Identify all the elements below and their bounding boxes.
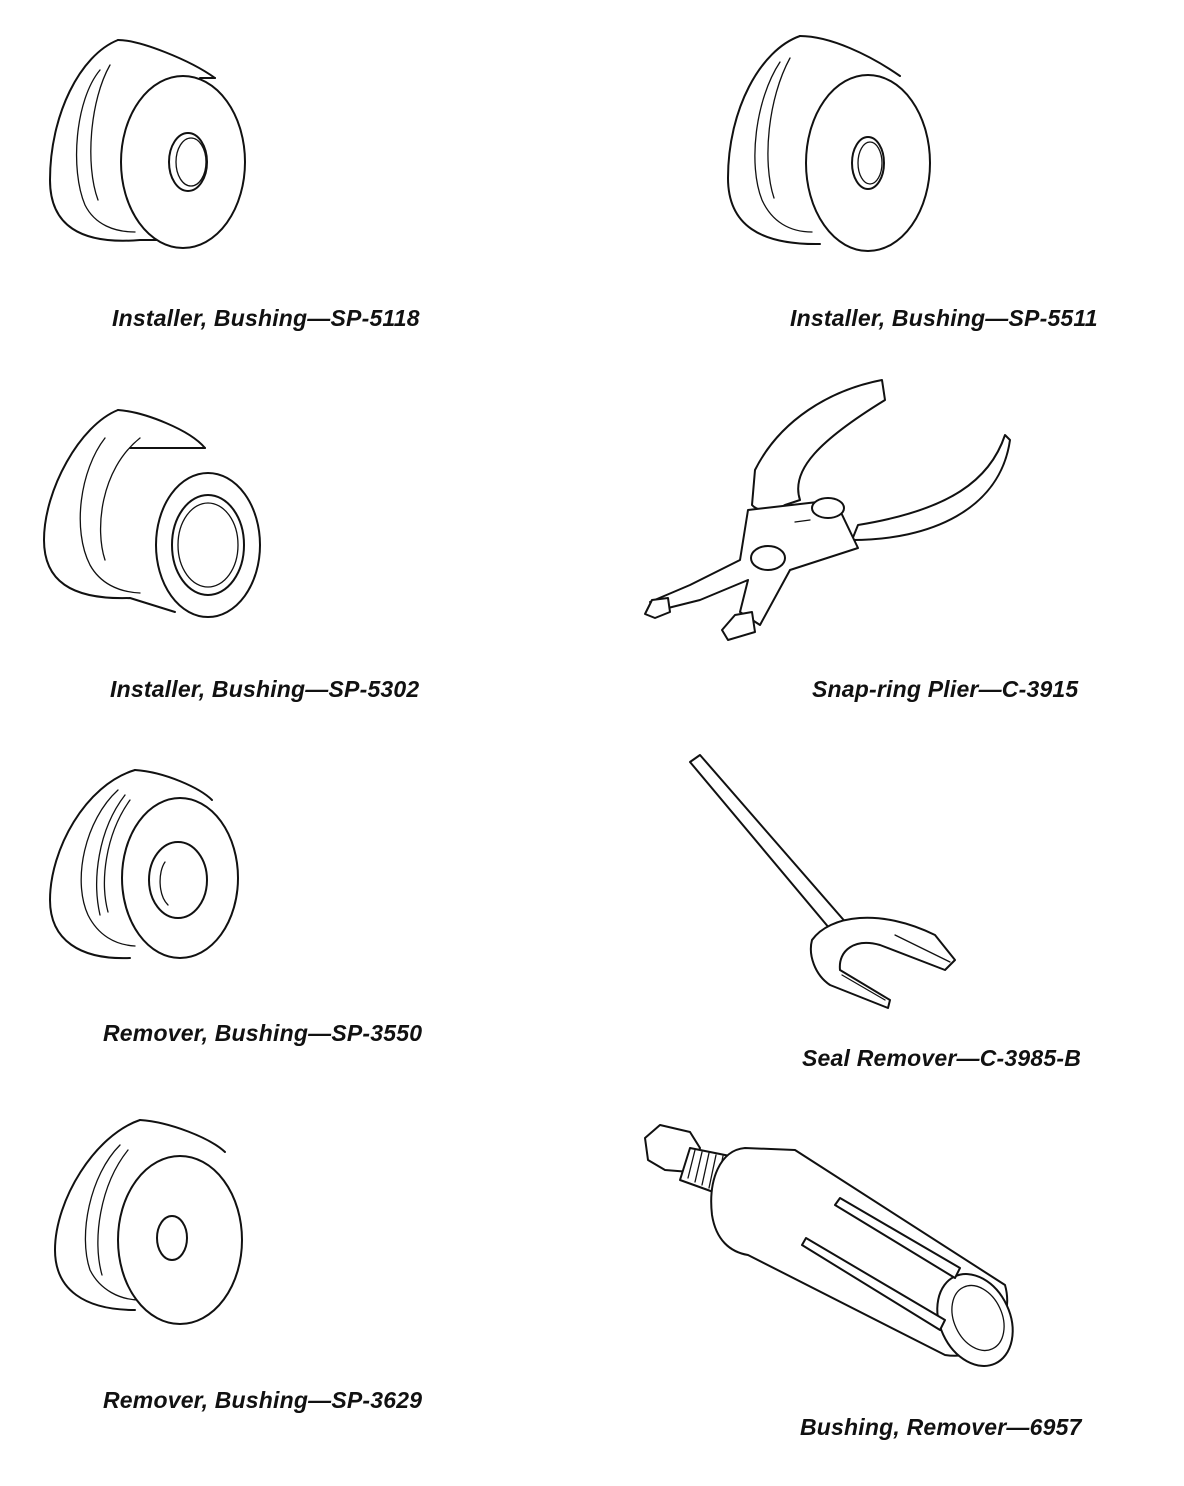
installer-bushing-sp-5118-drawing: [49, 39, 246, 249]
snap-ring-plier-c-3915-drawing: [644, 379, 1011, 641]
caption-remover-bushing-sp-3629: Remover, Bushing—SP-3629: [103, 1387, 423, 1413]
caption-bushing-remover-6957: Bushing, Remover—6957: [800, 1414, 1082, 1440]
bushing-remover-6957-drawing: [644, 1124, 1014, 1367]
caption-installer-bushing-sp-5302: Installer, Bushing—SP-5302: [110, 676, 420, 702]
remover-bushing-sp-3550-drawing: [49, 769, 239, 960]
remover-bushing-sp-3629-drawing: [54, 1119, 243, 1325]
installer-bushing-sp-5511-drawing: [727, 35, 931, 252]
caption-installer-bushing-sp-5118: Installer, Bushing—SP-5118: [112, 305, 420, 331]
caption-installer-bushing-sp-5511: Installer, Bushing—SP-5511: [790, 305, 1098, 331]
caption-seal-remover-c-3985-b: Seal Remover—C-3985-B: [802, 1045, 1082, 1071]
caption-snap-ring-plier-c-3915: Snap-ring Plier—C-3915: [812, 676, 1079, 702]
seal-remover-c-3985-b-drawing: [689, 754, 956, 1009]
installer-bushing-sp-5302-drawing: [43, 409, 261, 618]
caption-remover-bushing-sp-3550: Remover, Bushing—SP-3550: [103, 1020, 423, 1046]
